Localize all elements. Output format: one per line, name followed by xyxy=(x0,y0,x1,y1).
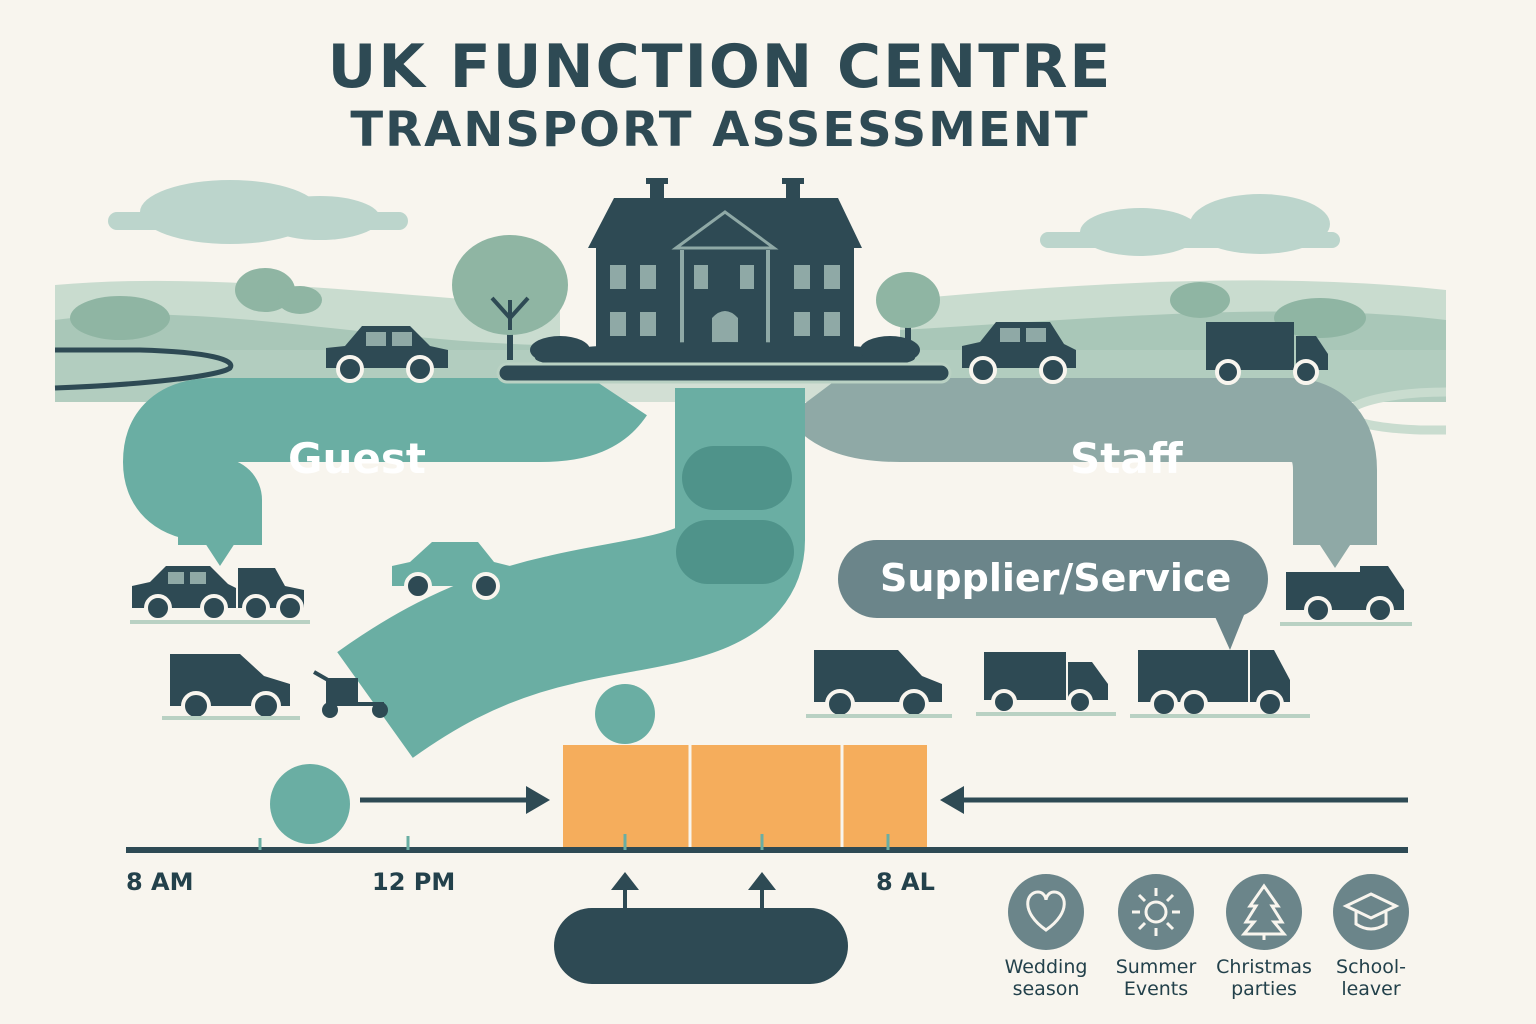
cloud-left xyxy=(108,180,408,244)
season-label-line: parties xyxy=(1231,978,1297,1000)
car-landscape-left xyxy=(326,326,448,383)
tree-right xyxy=(876,272,940,358)
flow-segment-lower xyxy=(676,520,794,584)
arrow-up-icon xyxy=(611,872,639,890)
timeline-base-pill xyxy=(554,908,848,984)
staff-flow-label: Staff xyxy=(1070,434,1183,483)
flow-segment-upper xyxy=(682,446,792,510)
timeline-label-end: 8 AL xyxy=(876,868,935,896)
christmas-tree-icon xyxy=(1226,874,1302,950)
mower-icon xyxy=(313,670,388,718)
pickup-guest xyxy=(238,568,304,622)
van-supplier xyxy=(806,650,952,719)
season-label-line: season xyxy=(1012,978,1080,1000)
van-guest xyxy=(162,654,300,721)
arrow-right-icon xyxy=(526,786,550,814)
arrow-up-icon xyxy=(748,872,776,890)
season-label-school-leaver: School- leaver xyxy=(1316,956,1426,1000)
timeline-marker-left xyxy=(270,764,350,844)
sun-icon xyxy=(1118,874,1194,950)
truck-staff xyxy=(1280,566,1412,626)
season-label-line: leaver xyxy=(1341,978,1401,1000)
car-guest-1 xyxy=(132,566,236,622)
car-guest-teal xyxy=(392,542,510,600)
season-label-wedding: Wedding season xyxy=(991,956,1101,1000)
staff-flow-ribbon xyxy=(786,364,1377,545)
truck-landscape-right xyxy=(1206,322,1328,385)
peak-period-block xyxy=(563,745,927,848)
timeline-label-start: 8 AM xyxy=(126,868,194,896)
arrow-left-icon xyxy=(940,786,964,814)
season-label-line: Christmas xyxy=(1216,956,1312,978)
timeline xyxy=(126,684,1408,984)
guest-flow-label: Guest xyxy=(288,434,426,483)
season-label-line: School- xyxy=(1336,956,1406,978)
staff-flow-arrow xyxy=(1318,542,1352,568)
timeline-label-midday: 12 PM xyxy=(372,868,456,896)
graduation-cap-icon xyxy=(1333,874,1409,950)
season-label-summer: Summer Events xyxy=(1101,956,1211,1000)
supplier-flow-label: Supplier/Service xyxy=(880,556,1232,600)
timeline-marker-top xyxy=(595,684,655,744)
season-label-line: Events xyxy=(1123,978,1189,1000)
tree-left xyxy=(452,235,568,360)
car-landscape-right xyxy=(962,322,1076,384)
truck-supplier-1 xyxy=(976,652,1116,716)
season-label-line: Wedding xyxy=(1004,956,1088,978)
guest-flow-arrow xyxy=(203,540,237,566)
page-subtitle: TRANSPORT ASSESSMENT xyxy=(350,102,1090,158)
heart-icon xyxy=(1008,874,1084,950)
cloud-right xyxy=(1040,194,1340,256)
function-centre-building xyxy=(496,178,952,384)
guest-flow-ribbon xyxy=(123,366,647,545)
road-guest xyxy=(130,620,310,624)
season-label-christmas: Christmas parties xyxy=(1209,956,1319,1000)
road-loop-left xyxy=(54,347,234,391)
truck-supplier-2 xyxy=(1130,650,1310,718)
supplier-bubble xyxy=(838,540,1268,650)
page-title: UK FUNCTION CENTRE xyxy=(327,32,1113,102)
season-label-line: Summer xyxy=(1115,956,1197,978)
